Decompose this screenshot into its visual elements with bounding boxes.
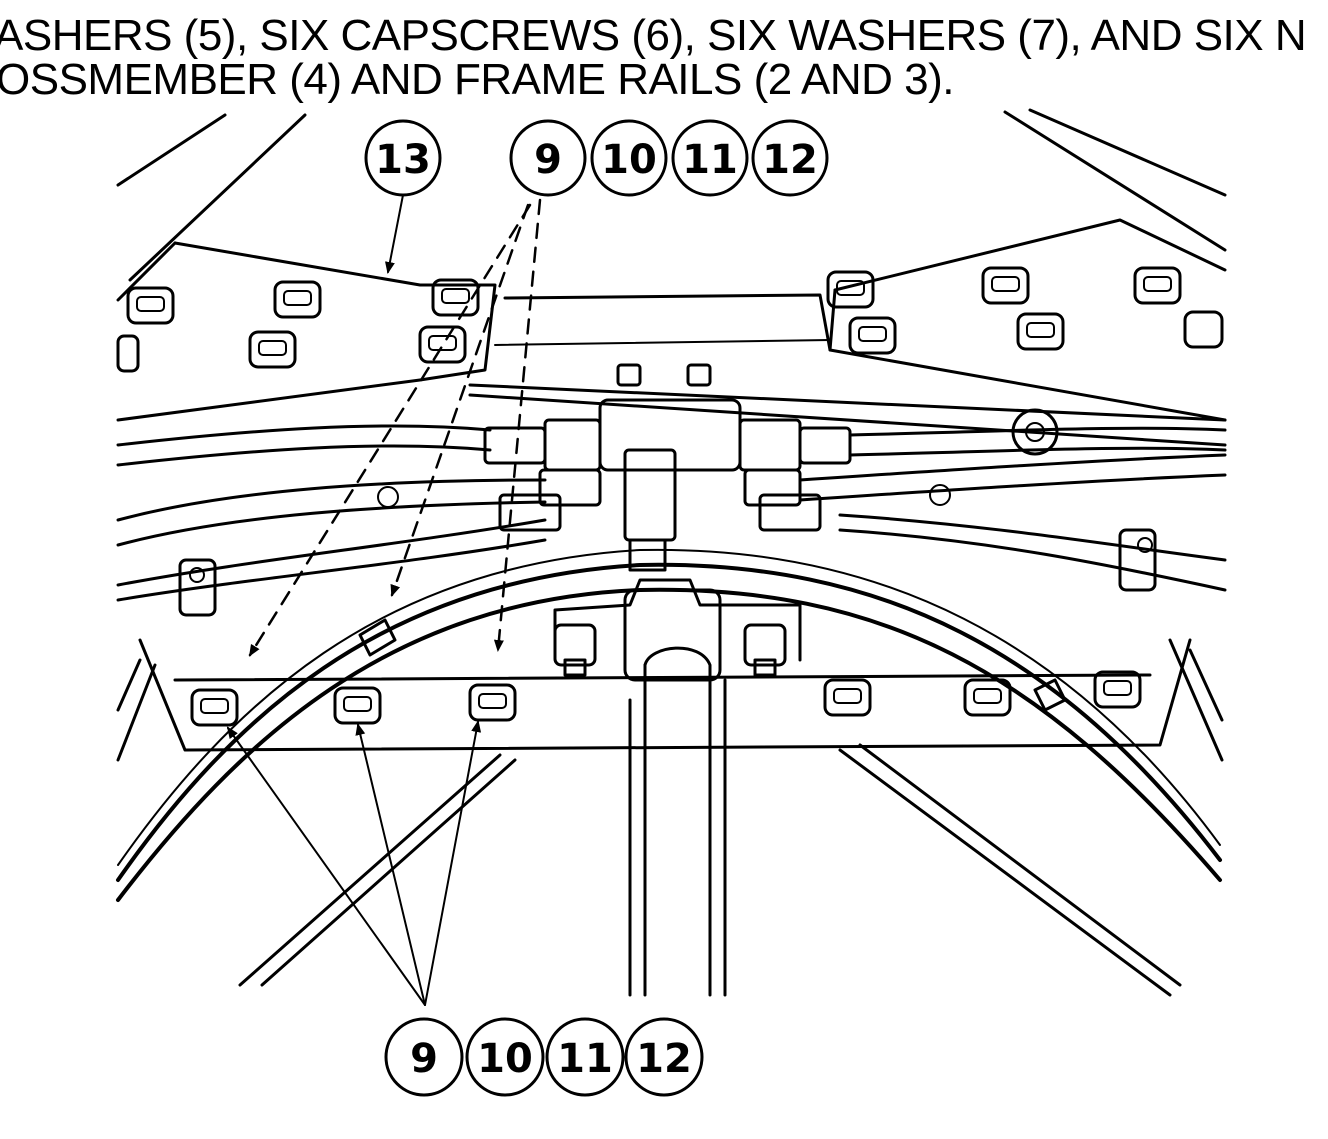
upper-right-bolts	[826, 266, 1224, 355]
callout-bottom-9: 9	[410, 1036, 438, 1082]
bolt-head	[126, 286, 175, 325]
callout-top-12: 12	[762, 137, 818, 183]
leader-lines	[226, 194, 542, 1006]
bolt-head	[1133, 266, 1182, 305]
callout-bottom-11: 11	[557, 1036, 613, 1082]
bolt-head	[248, 330, 297, 369]
instruction-text-line-2: OSSMEMBER (4) AND FRAME RAILS (2 AND 3).	[0, 55, 954, 104]
callout-bottom-12: 12	[636, 1036, 692, 1082]
upper-left-bolts	[116, 278, 480, 373]
bolt-head	[823, 678, 872, 717]
callout-13-label: 13	[375, 137, 431, 183]
callout-bottom-group: 9 10 11 12	[384, 1017, 704, 1097]
brake-hose	[116, 548, 1222, 902]
bolt-head	[963, 678, 1012, 717]
bolt-head	[418, 325, 467, 364]
upper-crossmember	[468, 293, 1227, 447]
relay-valve	[483, 363, 852, 572]
bolt-head	[1016, 312, 1065, 351]
right-air-lines	[798, 426, 1227, 592]
callout-top-11: 11	[682, 137, 738, 183]
bolt-head	[1093, 670, 1142, 709]
bolt-head	[116, 334, 140, 373]
grommet-right	[377, 408, 1059, 508]
bolt-head	[190, 688, 239, 727]
bolt-head	[826, 270, 875, 309]
bolt-head	[848, 316, 897, 355]
callout-top-group: 9 10 11 12	[509, 119, 829, 197]
left-gusset-plate	[116, 241, 497, 422]
instruction-text-line-1: ASHERS (5), SIX CAPSCREWS (6), SIX WASHE…	[0, 11, 1307, 60]
bolt-head	[333, 686, 382, 725]
lower-crossmember	[138, 638, 1192, 752]
line-clamp-right	[1118, 528, 1157, 592]
line-clamp-left	[178, 558, 217, 617]
drive-shaft	[628, 646, 727, 997]
lower-bolts	[190, 670, 1142, 727]
left-air-lines	[116, 424, 547, 602]
callout-top-10: 10	[601, 137, 657, 183]
bolt-head	[431, 278, 480, 317]
callout-13: 13	[364, 119, 442, 197]
callout-top-9: 9	[534, 137, 562, 183]
bolt-head	[981, 266, 1030, 305]
bolt-head	[273, 280, 322, 319]
right-gusset-plate	[828, 218, 1227, 422]
bolt-head	[468, 683, 517, 722]
callout-bottom-10: 10	[477, 1036, 533, 1082]
bolt-head	[1183, 310, 1224, 349]
frame-rails	[116, 108, 1227, 997]
